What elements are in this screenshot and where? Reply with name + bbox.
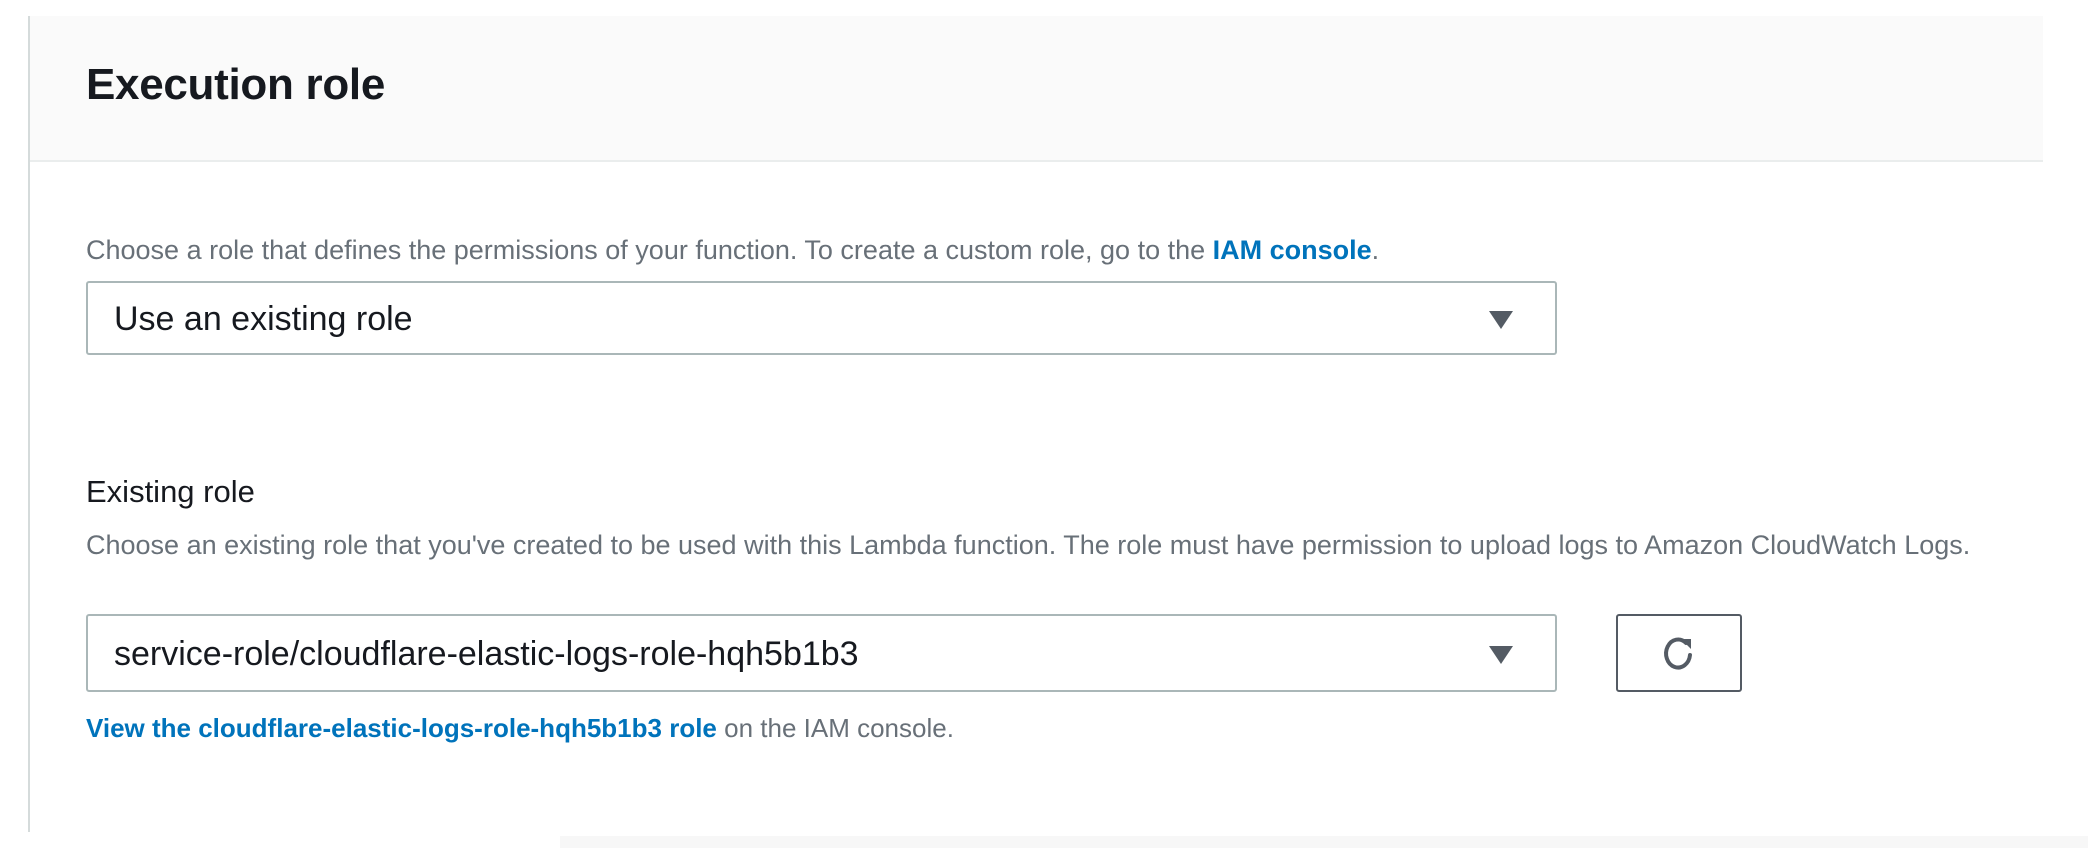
existing-role-label: Existing role xyxy=(86,474,255,509)
panel-left-border xyxy=(28,16,30,832)
existing-role-select-value: service-role/cloudflare-elastic-logs-rol… xyxy=(114,635,859,673)
existing-role-select[interactable]: service-role/cloudflare-elastic-logs-rol… xyxy=(86,614,1557,692)
panel-header: Execution role xyxy=(30,16,2043,162)
role-type-description-suffix: . xyxy=(1371,235,1380,265)
refresh-button[interactable] xyxy=(1616,614,1742,692)
refresh-icon xyxy=(1664,637,1692,670)
iam-console-link[interactable]: IAM console xyxy=(1212,235,1372,265)
view-role-link[interactable]: View the cloudflare-elastic-logs-role-hq… xyxy=(86,713,717,743)
role-type-select-value: Use an existing role xyxy=(114,300,413,338)
role-type-select[interactable]: Use an existing role xyxy=(86,281,1557,355)
bottom-shade xyxy=(560,836,2088,848)
view-role-line: View the cloudflare-elastic-logs-role-hq… xyxy=(86,713,954,744)
role-type-description-text: Choose a role that defines the permissio… xyxy=(86,235,1213,265)
existing-role-description: Choose an existing role that you've crea… xyxy=(86,530,1971,560)
view-role-suffix: on the IAM console. xyxy=(716,713,954,743)
panel-title: Execution role xyxy=(86,60,385,109)
role-type-description: Choose a role that defines the permissio… xyxy=(86,232,1379,269)
caret-down-icon xyxy=(1489,646,1513,664)
caret-down-icon xyxy=(1489,311,1513,329)
